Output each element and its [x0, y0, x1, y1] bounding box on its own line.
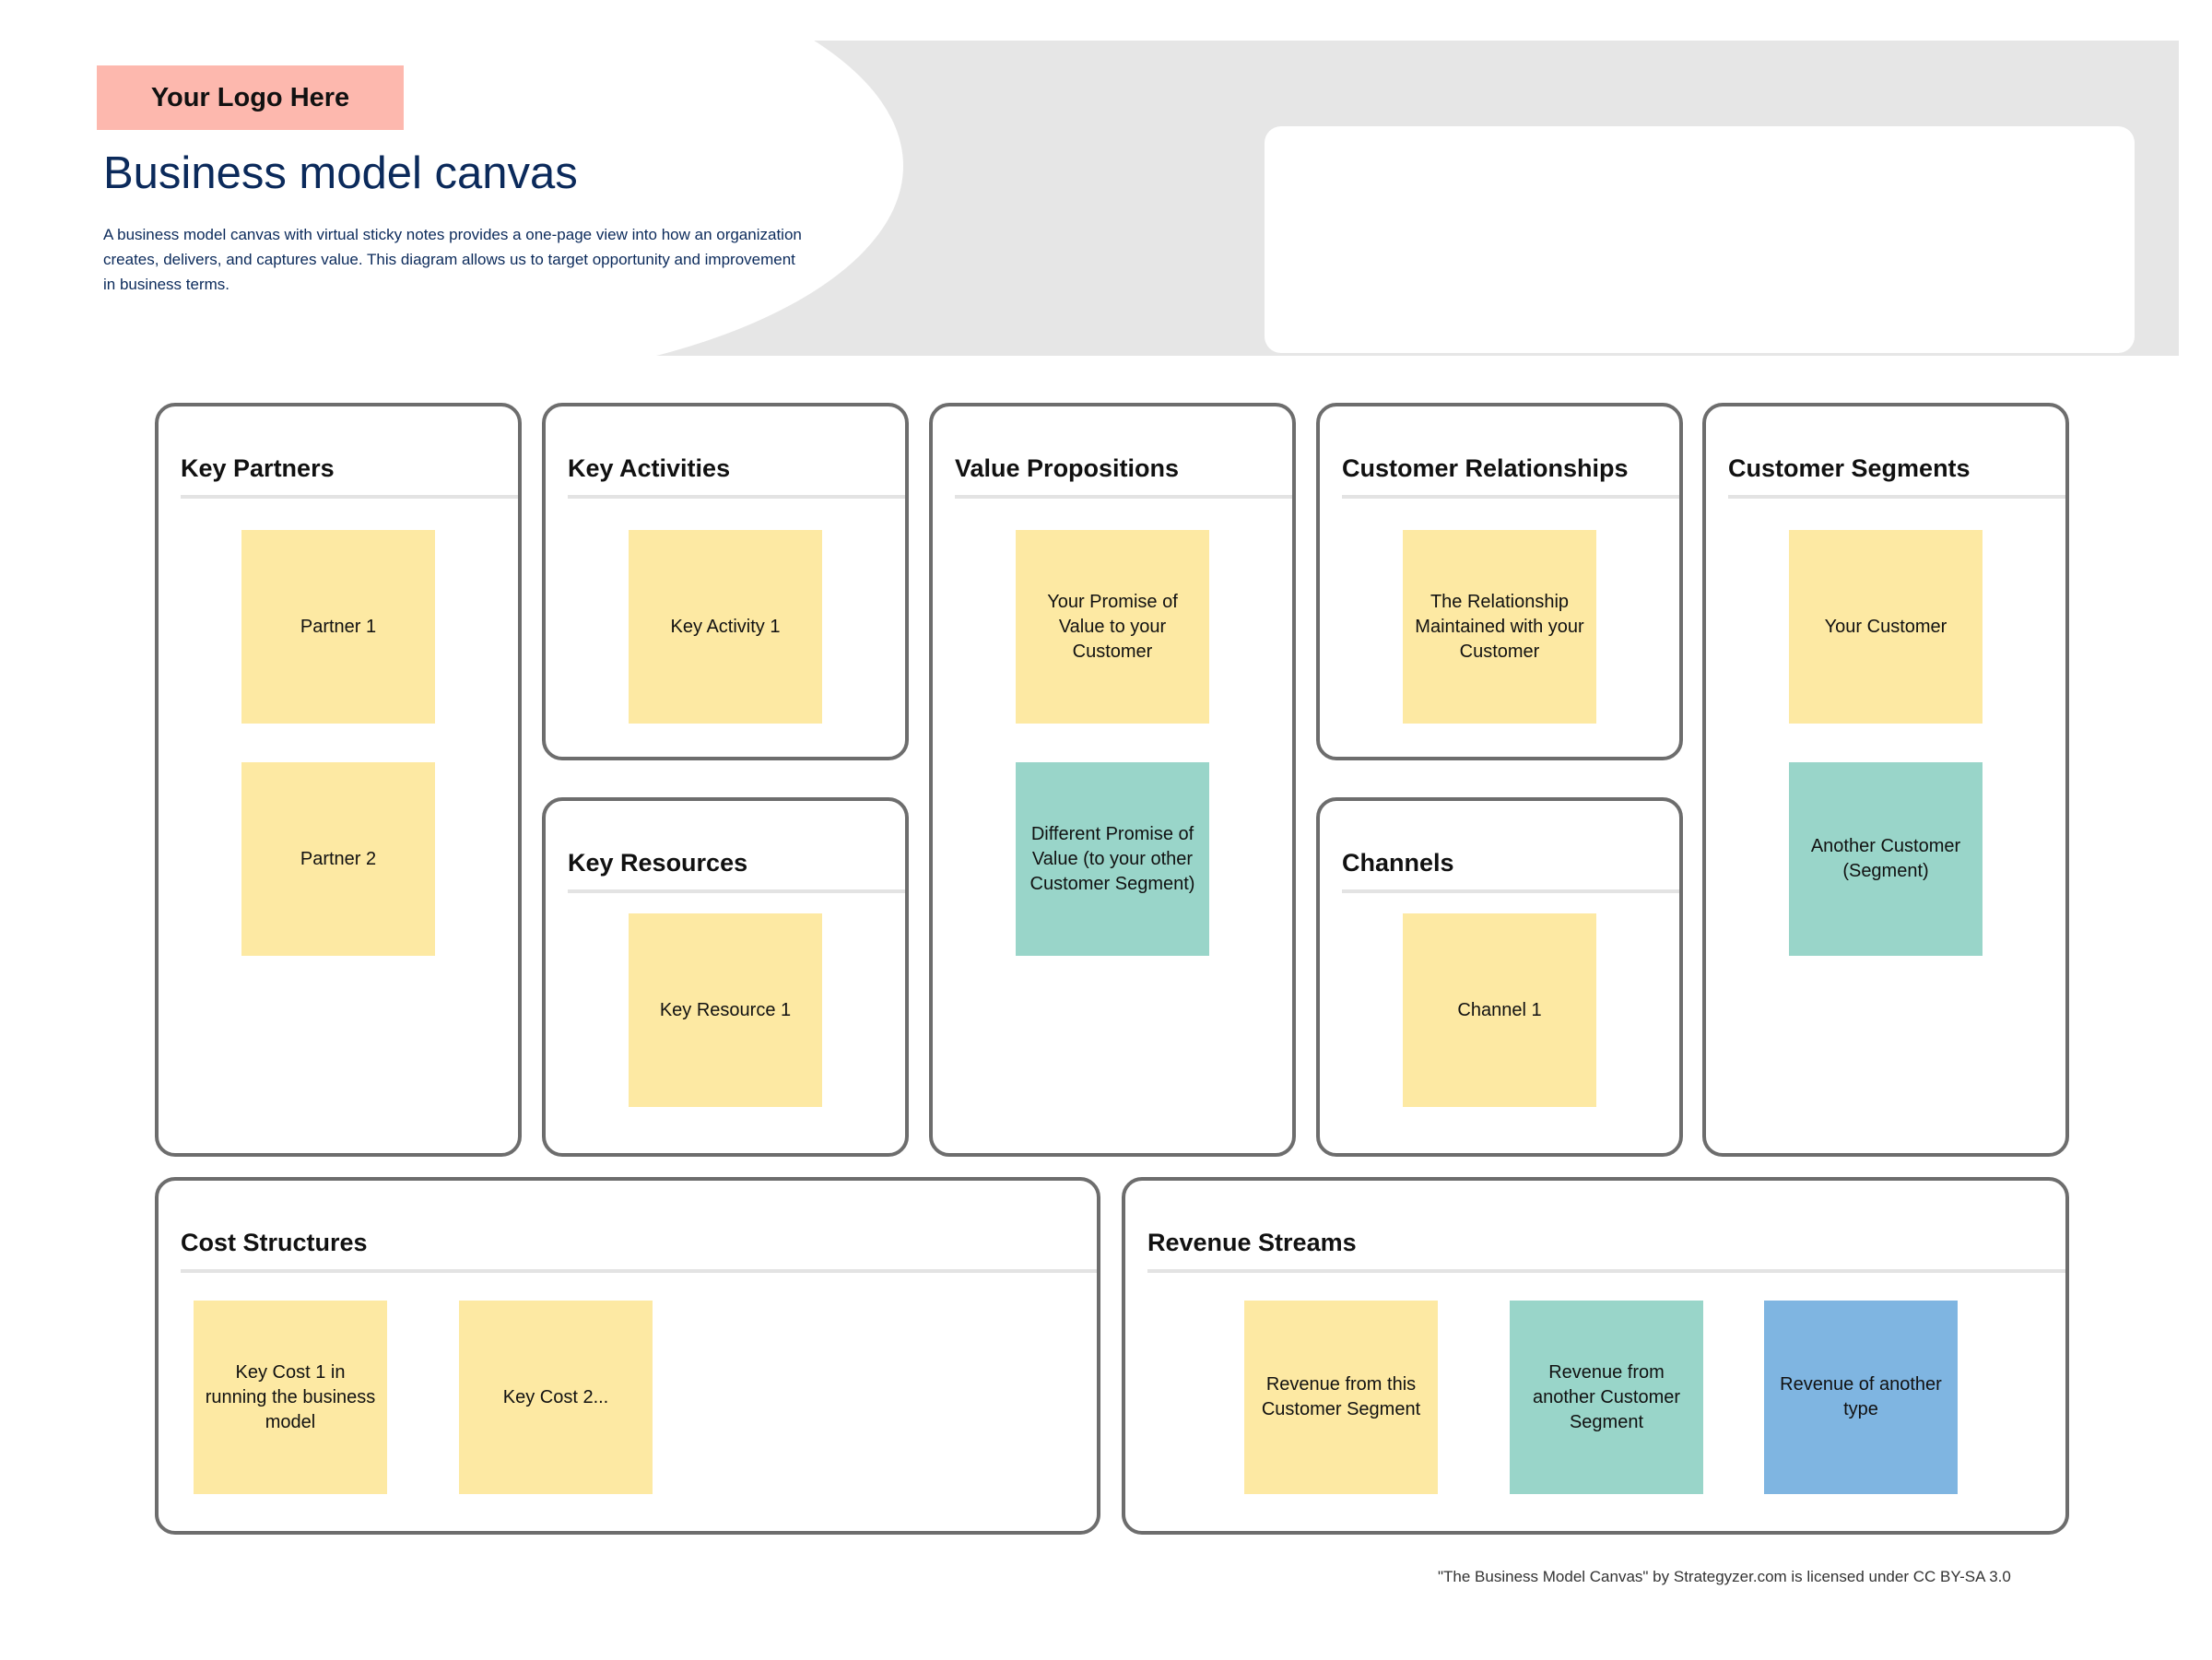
- sticky-note[interactable]: Revenue from another Customer Segment: [1510, 1301, 1703, 1494]
- sticky-note[interactable]: Your Customer: [1789, 530, 1983, 724]
- panel-title: Customer Relationships: [1342, 454, 1629, 482]
- panel-divider: [1342, 889, 1679, 893]
- sticky-note[interactable]: Revenue of another type: [1764, 1301, 1958, 1494]
- panel-divider: [568, 495, 905, 499]
- panel-customer-relationships: Customer Relationships The Relationship …: [1316, 403, 1683, 760]
- panel-customer-segments: Customer Segments Your Customer Another …: [1702, 403, 2069, 1157]
- sticky-note[interactable]: Different Promise of Value (to your othe…: [1016, 762, 1209, 956]
- panel-title: Key Partners: [181, 454, 335, 482]
- panel-divider: [955, 495, 1292, 499]
- license-credit: "The Business Model Canvas" by Strategyz…: [1438, 1568, 2011, 1585]
- panel-title: Key Activities: [568, 454, 731, 482]
- sticky-note[interactable]: Another Customer (Segment): [1789, 762, 1983, 956]
- panel-key-partners: Key Partners Partner 1 Partner 2: [155, 403, 522, 1157]
- sticky-note[interactable]: Your Promise of Value to your Customer: [1016, 530, 1209, 724]
- sticky-note[interactable]: Channel 1: [1403, 913, 1596, 1107]
- panel-title: Revenue Streams: [1147, 1229, 1357, 1256]
- sticky-note[interactable]: Key Resource 1: [629, 913, 822, 1107]
- panel-divider: [1147, 1269, 2065, 1273]
- panel-title: Key Resources: [568, 849, 748, 877]
- page-title: Business model canvas: [103, 148, 578, 198]
- page-description: A business model canvas with virtual sti…: [103, 226, 802, 293]
- sticky-note[interactable]: Key Activity 1: [629, 530, 822, 724]
- header-blank-panel: [1265, 126, 2135, 353]
- logo-placeholder: Your Logo Here: [97, 65, 404, 130]
- sticky-note[interactable]: Key Cost 1 in running the business model: [194, 1301, 387, 1494]
- panel-key-activities: Key Activities Key Activity 1: [542, 403, 909, 760]
- sticky-note[interactable]: Key Cost 2...: [459, 1301, 653, 1494]
- panel-title: Channels: [1342, 849, 1454, 877]
- panel-divider: [1342, 495, 1679, 499]
- panel-divider: [1728, 495, 2065, 499]
- header-curve: [0, 0, 903, 387]
- panel-divider: [181, 495, 518, 499]
- sticky-note[interactable]: Partner 1: [241, 530, 435, 724]
- sticky-note[interactable]: Revenue from this Customer Segment: [1244, 1301, 1438, 1494]
- panel-title: Customer Segments: [1728, 454, 1971, 482]
- panel-cost-structures: Cost Structures Key Cost 1 in running th…: [155, 1177, 1100, 1535]
- panel-channels: Channels Channel 1: [1316, 797, 1683, 1157]
- panel-revenue-streams: Revenue Streams Revenue from this Custom…: [1122, 1177, 2069, 1535]
- panel-key-resources: Key Resources Key Resource 1: [542, 797, 909, 1157]
- panel-title: Value Propositions: [955, 454, 1180, 482]
- panel-divider: [568, 889, 905, 893]
- sticky-note[interactable]: Partner 2: [241, 762, 435, 956]
- panel-value-propositions: Value Propositions Your Promise of Value…: [929, 403, 1296, 1157]
- panel-title: Cost Structures: [181, 1229, 368, 1256]
- panel-divider: [181, 1269, 1097, 1273]
- sticky-note[interactable]: The Relationship Maintained with your Cu…: [1403, 530, 1596, 724]
